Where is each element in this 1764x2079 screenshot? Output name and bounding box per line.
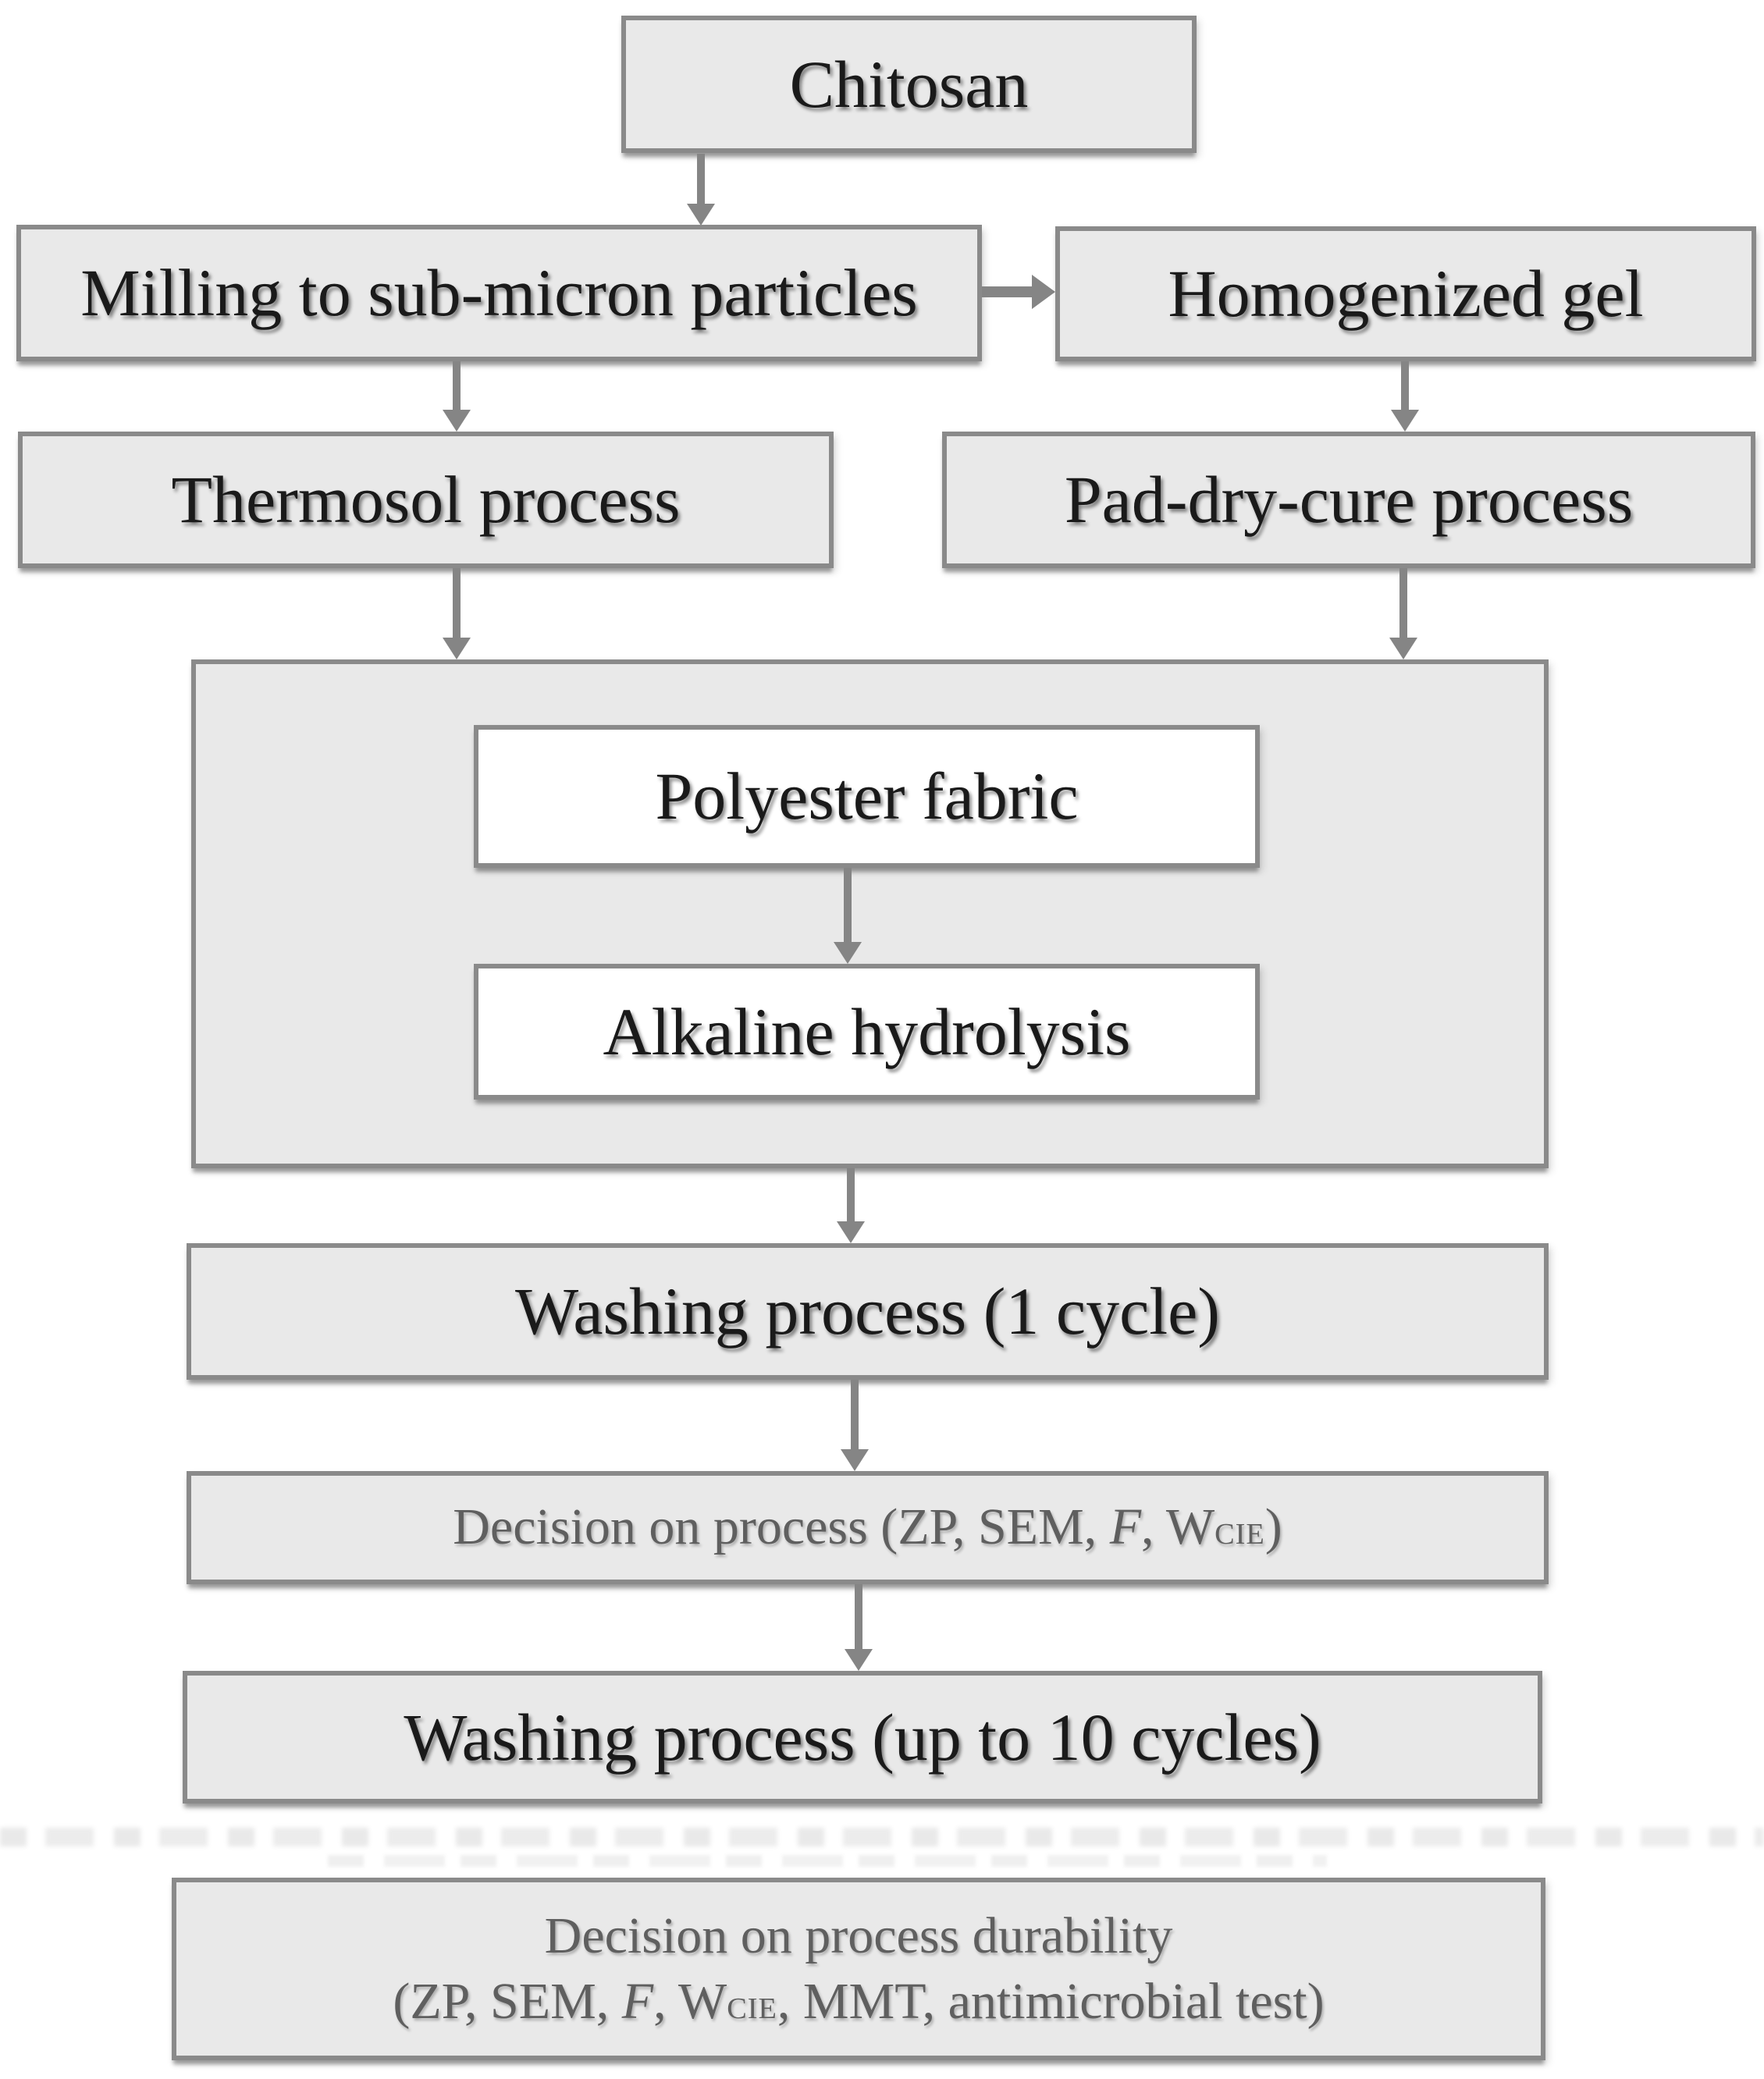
node-polyester-fabric-label: Polyester fabric [655,759,1079,834]
decision-durability-line2: , W [653,1973,727,2030]
node-decision-process-label: Decision on process (ZP, SEM, F, WCIE) [453,1498,1282,1556]
decision-process-text: Decision on process (ZP, SEM, [453,1498,1110,1556]
arrow-milling-to-thermosol [443,361,471,432]
node-washing-ten-cycles: Washing process (up to 10 cycles) [183,1671,1542,1804]
scan-artifact-line [328,1855,1327,1867]
node-pad-dry-cure-label: Pad-dry-cure process [1064,462,1634,538]
arrow-container-to-washing-one [837,1168,865,1243]
arrow-head [687,204,715,226]
arrow-washing-one-to-decision [841,1380,869,1471]
arrow-polyester-to-alkaline [834,868,862,964]
node-washing-one-cycle-label: Washing process (1 cycle) [515,1274,1220,1349]
arrow-head [841,1449,869,1471]
node-homogenized-gel-label: Homogenized gel [1168,256,1644,332]
decision-durability-line2: , MMT, antimicrobial test) [777,1973,1325,2030]
arrow-stem [453,361,461,413]
decision-durability-line2: (ZP, SEM, [393,1973,622,2030]
arrow-stem [1401,361,1409,413]
arrow-head [1389,638,1417,659]
arrow-decision-to-washing-ten [845,1584,873,1671]
arrow-stem [1399,568,1407,641]
scan-artifact-band [0,1828,1764,1867]
node-polyester-fabric: Polyester fabric [474,725,1260,868]
arrow-homogenized-gel-to-pad-dry-cure [1391,361,1419,432]
node-washing-ten-cycles-label: Washing process (up to 10 cycles) [404,1699,1321,1775]
arrow-stem [851,1380,859,1452]
node-milling: Milling to sub-micron particles [16,225,982,361]
node-decision-durability: Decision on process durability (ZP, SEM,… [172,1878,1545,2060]
decision-process-f-italic: F [1109,1498,1142,1556]
node-thermosol-label: Thermosol process [171,462,681,538]
node-decision-process: Decision on process (ZP, SEM, F, WCIE) [187,1471,1549,1584]
decision-process-text: ) [1264,1498,1282,1556]
scan-artifact-line [0,1828,1764,1846]
arrow-milling-to-homogenized-gel [982,275,1055,309]
arrow-stem [847,1168,855,1224]
node-pad-dry-cure: Pad-dry-cure process [942,432,1755,568]
node-milling-label: Milling to sub-micron particles [80,255,918,331]
arrow-pad-dry-cure-to-fabric-container [1389,568,1417,659]
arrow-head [1391,410,1419,432]
arrow-stem [855,1584,862,1652]
arrow-head [834,942,862,964]
arrow-head [443,410,471,432]
decision-durability-cie-subscript: CIE [727,1992,777,2025]
node-thermosol: Thermosol process [18,432,834,568]
arrow-stem [453,568,461,641]
decision-process-text: , W [1141,1498,1215,1556]
node-decision-durability-label: Decision on process durability (ZP, SEM,… [393,1903,1324,2035]
decision-process-cie-subscript: CIE [1215,1518,1265,1551]
arrow-head [845,1649,873,1671]
arrow-stem [697,154,705,207]
arrow-thermosol-to-fabric-container [443,568,471,659]
arrow-stem [982,286,1035,297]
arrow-head [1032,275,1055,309]
node-chitosan-label: Chitosan [789,46,1029,122]
decision-durability-line1: Decision on process durability [544,1907,1173,1964]
arrow-head [837,1221,865,1243]
node-alkaline-hydrolysis-label: Alkaline hydrolysis [603,993,1131,1069]
node-homogenized-gel: Homogenized gel [1055,226,1756,361]
arrow-stem [844,868,852,945]
arrow-chitosan-to-milling [687,154,715,226]
node-chitosan: Chitosan [621,16,1197,153]
arrow-head [443,638,471,659]
node-washing-one-cycle: Washing process (1 cycle) [187,1243,1549,1380]
node-alkaline-hydrolysis: Alkaline hydrolysis [474,964,1260,1100]
decision-durability-f-italic: F [621,1973,654,2030]
